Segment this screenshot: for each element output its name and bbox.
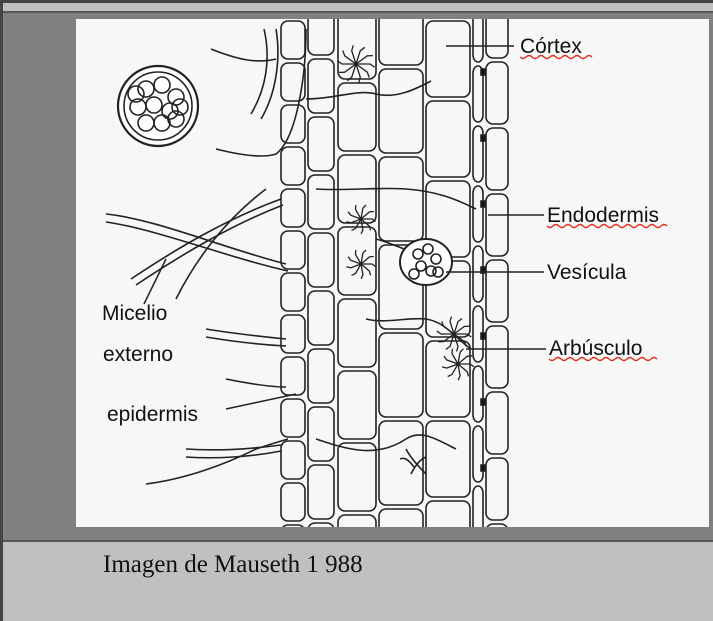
endodermis-cell [486,128,508,190]
endodermis-cell [486,19,508,58]
root-mycorrhiza-diagram: Córtex Endodermis Vesícula Arbúsculo Mic… [76,19,709,527]
figure-cell: Córtex Endodermis Vesícula Arbúsculo Mic… [3,11,713,542]
arbuscule [337,45,374,82]
root-hair [226,379,286,387]
label-epidermis: epidermis [107,403,198,426]
arbuscule [346,250,375,279]
epidermis-cell [281,21,305,59]
cortex-cell [379,157,423,241]
endodermis-cell [486,260,508,322]
external-hypha [251,29,267,114]
root-hair [206,329,286,339]
epidermis-cell [281,357,305,395]
cortex-cell [338,443,376,511]
casparian-strip [481,135,485,141]
endodermis-cell [473,186,483,242]
label-externo: externo [103,343,173,366]
cortex-cell [338,227,376,295]
cortex-cell [338,19,376,79]
arbuscule [346,205,375,234]
endodermis-cell [486,392,508,454]
cortex-cell [379,333,423,417]
epidermis-cell [308,19,334,55]
epidermis-cell [308,233,334,287]
cortex-cell [426,501,470,527]
label-micelio: Micelio [102,302,167,325]
epidermis-cell [308,407,334,461]
epidermis-cell [308,465,334,519]
root-hair [186,451,281,458]
epidermis-cell [281,399,305,437]
label-endodermis: Endodermis [547,204,659,227]
epidermis-cell [308,117,334,171]
cortex-cell [379,69,423,153]
casparian-strip [481,201,485,207]
cortex-cell [379,509,423,527]
internal-hypha [316,435,456,451]
label-arbusculo: Arbúsculo [549,337,642,360]
vesicle-shape [400,239,452,285]
epidermis-cell [281,147,305,185]
epidermis-cell [308,291,334,345]
endodermis-cell [486,458,508,520]
epidermis-cell [281,441,305,479]
casparian-strip [481,69,485,75]
micelio-leader [144,259,166,304]
epidermis-cell [281,315,305,353]
cortex-cell [426,21,470,97]
endodermis-cell [486,194,508,256]
epidermis-cell [308,175,334,229]
casparian-strip [481,333,485,339]
endodermis-cell [486,326,508,388]
cortex-cell [338,371,376,439]
epidermis-cell [308,349,334,403]
cortex-cell [338,299,376,367]
cortex-cell [379,19,423,65]
endodermis-cell [486,524,508,527]
label-vesicula: Vesícula [547,261,627,284]
label-cortex: Córtex [520,35,582,58]
casparian-strip [481,465,485,471]
epidermis-leader [226,394,296,409]
casparian-strip [481,399,485,405]
endodermis-cell [486,62,508,124]
figure-caption: Imagen de Mauseth 1 988 [103,551,363,579]
epidermis-cell [308,523,334,527]
root-hair [146,439,288,484]
epidermis-cell [281,189,305,227]
spore [118,66,198,146]
epidermis-cell [281,483,305,521]
cortex-cell [426,421,470,497]
epidermis-cell [308,59,334,113]
cortex-cell [426,101,470,177]
endodermis-cell [473,366,483,422]
endodermis-cell [473,426,483,482]
endodermis-cell [473,246,483,302]
internal-hypha [316,188,476,209]
endodermis-cell [473,19,483,62]
epidermis-cell [281,273,305,311]
endodermis-cell [473,486,483,527]
epidermis-cell [281,525,305,527]
external-hypha [261,29,278,119]
epidermis-cell [281,63,305,101]
arbuscule [437,317,472,352]
cortex-cell [338,515,376,527]
cortex-cell [426,341,470,417]
